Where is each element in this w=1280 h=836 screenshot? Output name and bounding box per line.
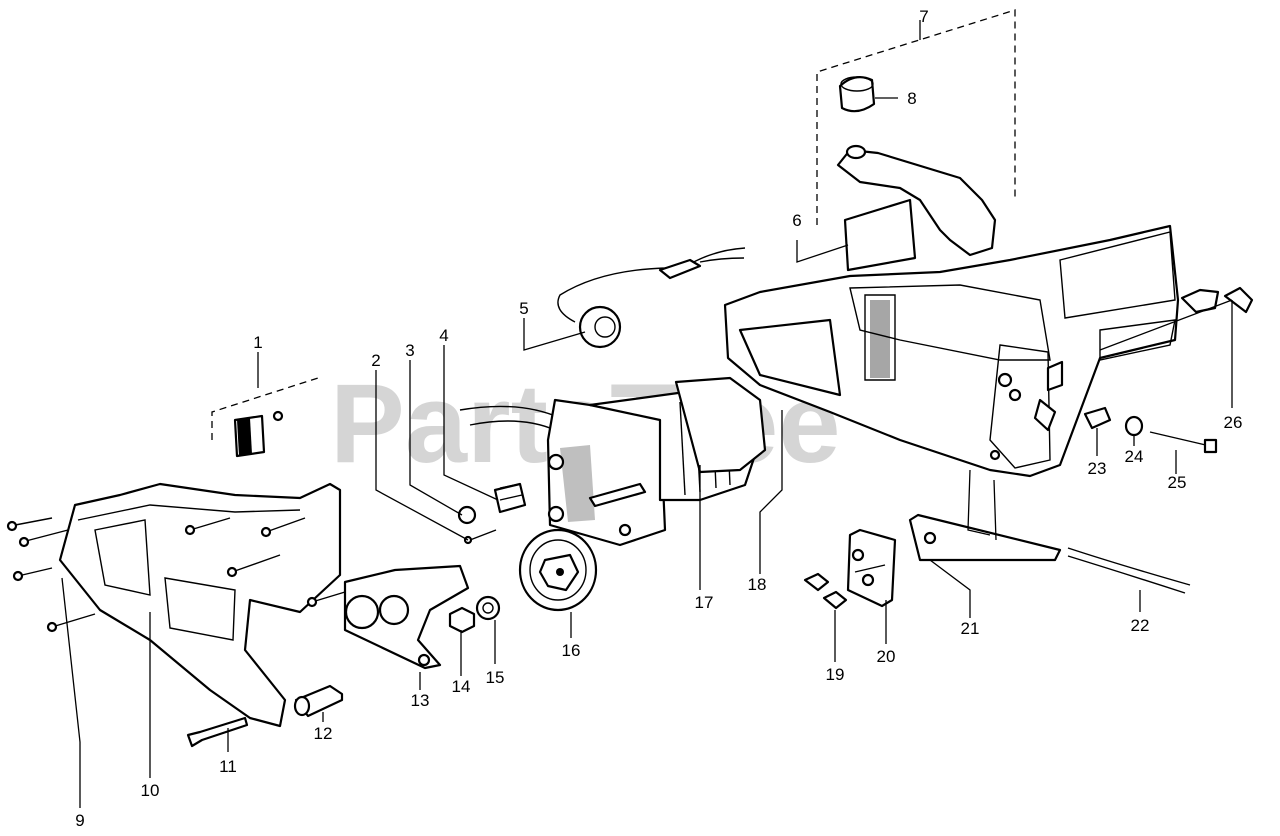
callout-15: 15 (486, 668, 505, 687)
callout-8: 8 (907, 89, 916, 108)
guide-bar-assembly (803, 513, 1191, 610)
handle-assembly (836, 75, 997, 272)
brush-holder (233, 410, 284, 458)
cover-screws (6, 517, 346, 748)
callout-22: 22 (1131, 616, 1150, 635)
callout-19: 19 (826, 665, 845, 684)
callout-4: 4 (439, 326, 448, 345)
callout-11: 11 (219, 757, 237, 776)
mounting-plate (293, 564, 501, 718)
chain-cover (58, 482, 342, 728)
callout-26: 26 (1224, 413, 1243, 432)
callout-25: 25 (1168, 473, 1187, 492)
callout-1: 1 (253, 333, 262, 352)
callout-6: 6 (792, 211, 801, 230)
electric-motor (459, 376, 767, 547)
bar-fasteners (1083, 286, 1254, 454)
callout-16: 16 (562, 641, 581, 660)
leader-lines (61, 20, 1233, 808)
callout-20: 20 (877, 647, 896, 666)
sprocket-gear (518, 528, 598, 612)
brush-parts (457, 482, 527, 545)
callout-18: 18 (748, 575, 767, 594)
group-bracket-7 (816, 9, 1016, 225)
callout-23: 23 (1088, 459, 1107, 478)
callout-12: 12 (314, 724, 333, 743)
callout-2: 2 (371, 351, 380, 370)
callout-14: 14 (452, 677, 471, 696)
callout-9: 9 (75, 811, 84, 830)
callout-13: 13 (411, 691, 430, 710)
callout-24: 24 (1125, 447, 1144, 466)
group-bracket-1 (211, 377, 319, 440)
motor-housing (723, 224, 1180, 478)
callout-10: 10 (141, 781, 160, 800)
callout-5: 5 (519, 299, 528, 318)
callout-labels: 1 2 3 4 5 6 7 8 9 10 11 12 13 14 15 16 1… (75, 7, 1242, 830)
callout-3: 3 (405, 341, 414, 360)
callout-21: 21 (961, 619, 980, 638)
power-cord (557, 247, 746, 349)
callout-7: 7 (919, 7, 928, 26)
callout-17: 17 (695, 593, 714, 612)
